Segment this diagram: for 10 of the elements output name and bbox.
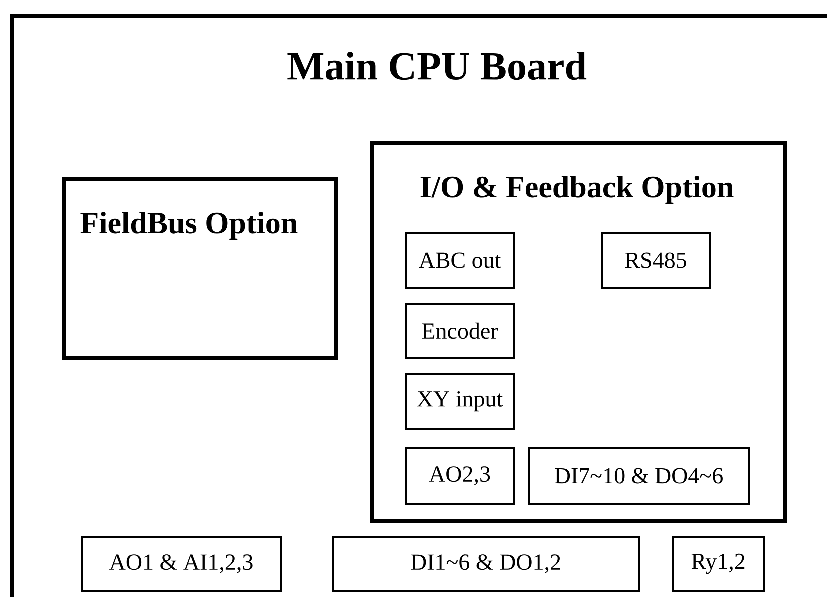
option-box: FieldBus Option [62,177,338,360]
module-box: ABC out [405,232,515,289]
module-box: AO1 & AI1,2,3 [81,536,282,592]
module-box: AO2,3 [405,447,515,505]
module-box: Encoder [405,303,515,359]
module-box: XY input [405,373,515,430]
module-box: DI1~6 & DO1,2 [332,536,640,592]
module-box: DI7~10 & DO4~6 [528,447,750,505]
module-box: RS485 [601,232,711,289]
module-box: Ry1,2 [672,536,765,592]
